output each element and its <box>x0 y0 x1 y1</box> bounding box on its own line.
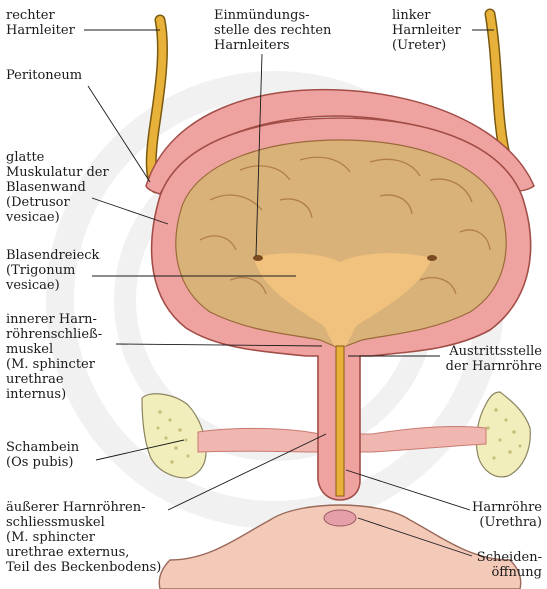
left-ureter-orifice <box>427 255 437 261</box>
label-aeusserer-schliessmuskel: äußerer Harnröhren- schliessmuskel (M. s… <box>6 500 161 575</box>
label-einmuendungsstelle: Einmündungs- stelle des rechten Harnleit… <box>214 8 331 53</box>
right-ureter-orifice <box>253 255 263 261</box>
vaginal-opening <box>324 510 356 526</box>
label-austrittsstelle: Austrittsstelle der Harnröhre <box>412 344 542 374</box>
label-linker-harnleiter: linker Harnleiter (Ureter) <box>392 8 461 53</box>
label-peritoneum: Peritoneum <box>6 68 82 83</box>
label-rechter-harnleiter: rechter Harnleiter <box>6 8 75 38</box>
urethra-lumen <box>336 346 344 496</box>
label-blasendreieck: Blasendreieck (Trigonum vesicae) <box>6 248 99 293</box>
label-innerer-schliessmuskel: innerer Harn- röhrenschließ- muskel (M. … <box>6 312 102 402</box>
label-schambein: Schambein (Os pubis) <box>6 440 79 470</box>
label-harnroehre: Harnröhre (Urethra) <box>432 500 542 530</box>
label-glatte-muskulatur: glatte Muskulatur der Blasenwand (Detrus… <box>6 150 109 225</box>
label-scheidenoeffnung: Scheiden- öffnung <box>432 550 542 580</box>
